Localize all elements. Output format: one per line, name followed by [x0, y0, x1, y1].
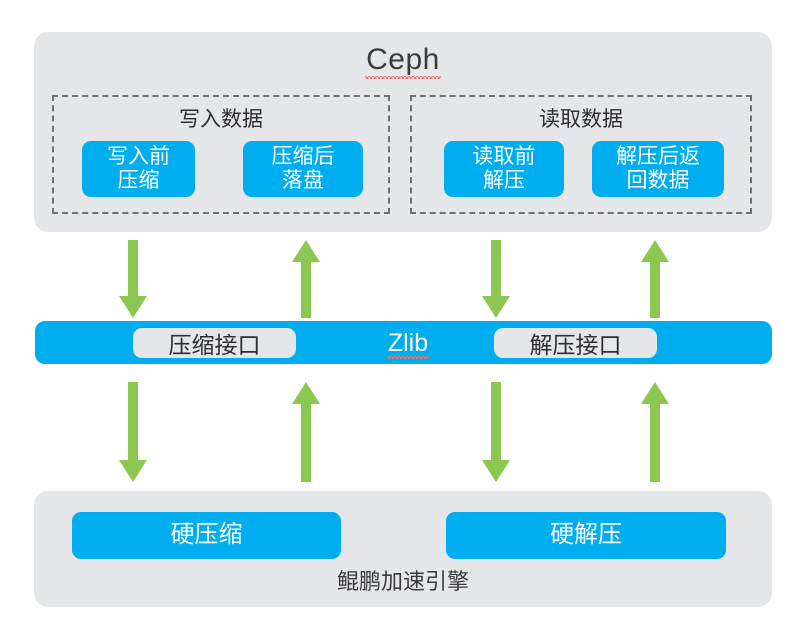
hardware-compress-label: 硬压缩 [170, 521, 243, 549]
engine-panel-title: 鲲鹏加速引擎 [336, 569, 469, 594]
arrow-zlib-to-engine-decompress [481, 382, 511, 482]
write-data-group-title: 写入数据 [179, 108, 263, 131]
compress-before-write-box[interactable]: 写入前 压缩 [82, 141, 195, 197]
hardware-decompress-box[interactable]: 硬解压 [446, 512, 726, 559]
arrow-zlib-to-ceph-compressed [291, 240, 321, 318]
hardware-compress-box[interactable]: 硬压缩 [72, 512, 341, 559]
flush-after-compress-line2: 落盘 [282, 169, 324, 192]
flush-after-compress-box[interactable]: 压缩后 落盘 [243, 141, 363, 197]
compress-before-write-line1: 写入前 [107, 145, 170, 169]
arrow-zlib-to-engine-compress [118, 382, 148, 482]
hardware-decompress-label: 硬解压 [550, 521, 622, 549]
arrow-engine-to-zlib-compressed [291, 382, 321, 482]
arrow-ceph-to-zlib-decompress [481, 240, 511, 318]
decompress-before-read-line2: 解压 [483, 169, 525, 192]
ceph-panel [34, 32, 772, 232]
read-data-group [410, 95, 752, 214]
return-after-decompress-line1: 解压后返 [616, 145, 700, 169]
decompress-interface-label: 解压接口 [529, 332, 622, 358]
read-data-group-title: 读取数据 [539, 108, 623, 131]
zlib-label-text: Zlib [386, 329, 430, 359]
arrow-engine-to-zlib-decompressed [640, 382, 670, 482]
compress-interface-label: 压缩接口 [168, 332, 261, 358]
return-after-decompress-box[interactable]: 解压后返 回数据 [592, 141, 724, 197]
arrow-zlib-to-ceph-decompressed [640, 240, 670, 318]
return-after-decompress-line2: 回数据 [626, 169, 690, 192]
ceph-title: Ceph [34, 42, 772, 79]
decompress-interface-pill[interactable]: 解压接口 [494, 328, 657, 358]
compress-interface-pill[interactable]: 压缩接口 [133, 328, 296, 358]
compress-before-write-line2: 压缩 [117, 169, 160, 192]
decompress-before-read-box[interactable]: 读取前 解压 [444, 141, 564, 197]
flush-after-compress-line1: 压缩后 [271, 145, 335, 169]
zlib-label: Zlib [338, 328, 478, 359]
arrow-ceph-to-zlib-compress [118, 240, 148, 318]
write-data-group [52, 95, 390, 214]
decompress-before-read-line1: 读取前 [472, 145, 536, 169]
ceph-title-text: Ceph [365, 43, 441, 79]
